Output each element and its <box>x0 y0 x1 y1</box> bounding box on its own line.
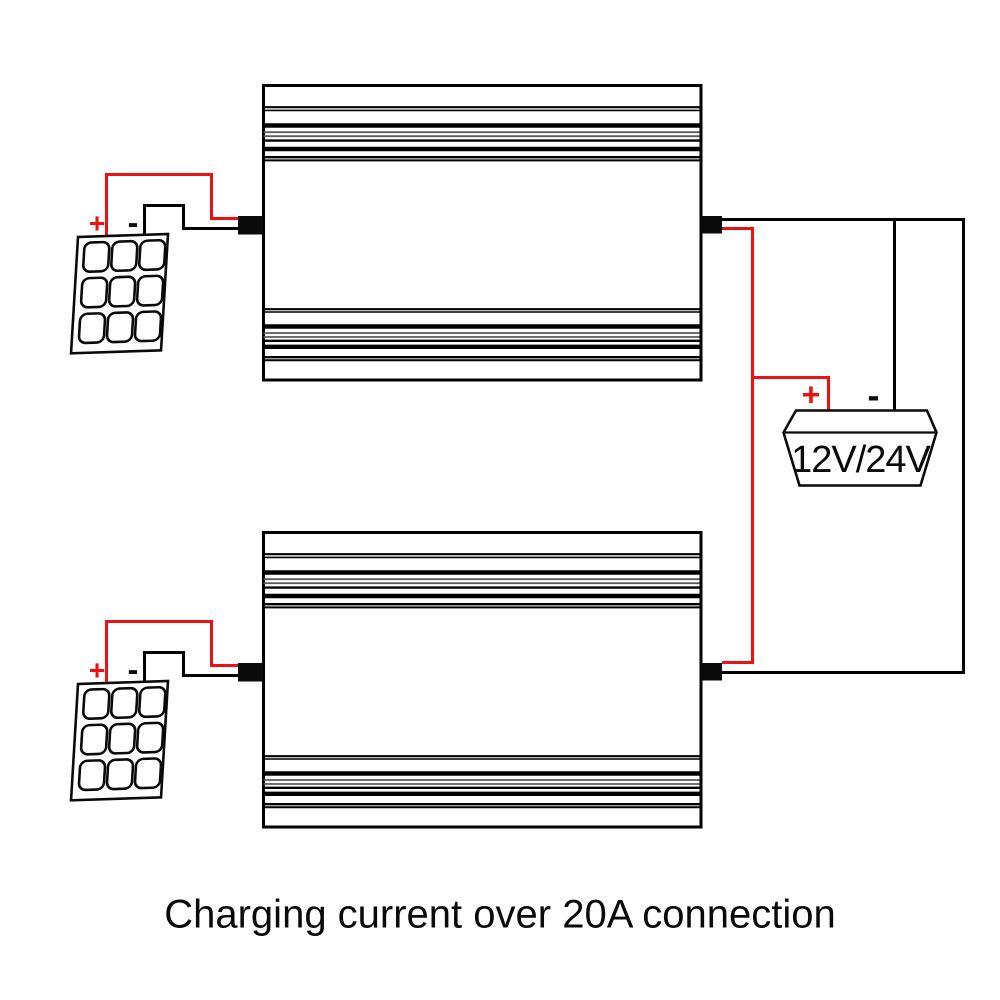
fin-line <box>263 606 700 809</box>
controller-1-input-terminal <box>238 216 263 235</box>
negative-wires <box>143 204 965 685</box>
solar-cell <box>81 240 111 273</box>
controllers-negative-bus-wire <box>722 218 965 674</box>
solar-cell <box>133 310 163 343</box>
solar-cell <box>135 274 165 307</box>
fin-line <box>263 553 700 758</box>
fin-line <box>263 586 700 806</box>
panel-2-negative-wire <box>143 651 239 685</box>
solar-cell <box>79 276 109 309</box>
battery-voltage-label: 12V/24V <box>791 439 931 481</box>
battery-negative-label: - <box>868 375 880 416</box>
panel-2-positive-wire <box>105 620 239 685</box>
solar-cell <box>107 275 137 308</box>
solar-cell <box>81 687 111 720</box>
panel-2-positive-label: + <box>89 655 105 686</box>
controller-2-output-terminal <box>701 663 722 681</box>
solar-cell <box>107 722 137 755</box>
fin-line <box>263 131 700 338</box>
charge-controller-1 <box>238 84 722 382</box>
solar-cell <box>105 311 135 344</box>
solar-cell <box>109 239 139 273</box>
diagram-caption: Charging current over 20A connection <box>164 893 836 937</box>
controllers-positive-bus-wire <box>722 227 754 664</box>
solar-cell <box>77 312 107 345</box>
panel-2-cells <box>77 685 167 792</box>
positive-branch-to-battery <box>752 376 830 411</box>
fin-line <box>263 556 700 760</box>
panel-1-cells <box>77 238 167 345</box>
controller-2-input-terminal <box>238 663 263 682</box>
controller-2-heatsink-fins <box>263 553 700 809</box>
solar-cell <box>137 685 167 719</box>
battery: 12V/24V + - <box>782 375 938 487</box>
fin-line <box>263 139 700 359</box>
panel-1-positive-wire <box>105 173 239 238</box>
solar-cell <box>79 723 109 756</box>
controller-1-output-terminal <box>701 216 722 234</box>
panel-1-negative-wire <box>143 204 239 238</box>
solar-cell <box>77 759 107 792</box>
controller-2-body <box>262 531 703 829</box>
controller-1-body <box>262 84 703 382</box>
positive-wires <box>105 173 830 685</box>
fin-line <box>263 123 700 329</box>
solar-panel-1: + - <box>69 205 170 355</box>
panel-2-negative-label: - <box>128 652 139 688</box>
fin-line <box>263 146 700 349</box>
fin-line <box>263 106 700 311</box>
battery-positive-label: + <box>802 377 821 413</box>
panel-1-negative-label: - <box>128 205 139 241</box>
fin-line <box>263 593 700 796</box>
solar-cell <box>135 721 165 754</box>
solar-cell <box>109 686 139 720</box>
fin-line <box>263 159 700 362</box>
fin-line <box>263 570 700 776</box>
solar-panel-2: + - <box>69 652 170 802</box>
charge-controller-2 <box>238 531 722 829</box>
panel-1-positive-label: + <box>89 208 105 239</box>
fin-line <box>263 578 700 785</box>
fin-line <box>263 109 700 313</box>
solar-cell <box>133 757 163 790</box>
solar-cell <box>137 238 167 272</box>
controller-1-heatsink-fins <box>263 106 700 362</box>
solar-cell <box>105 758 135 791</box>
